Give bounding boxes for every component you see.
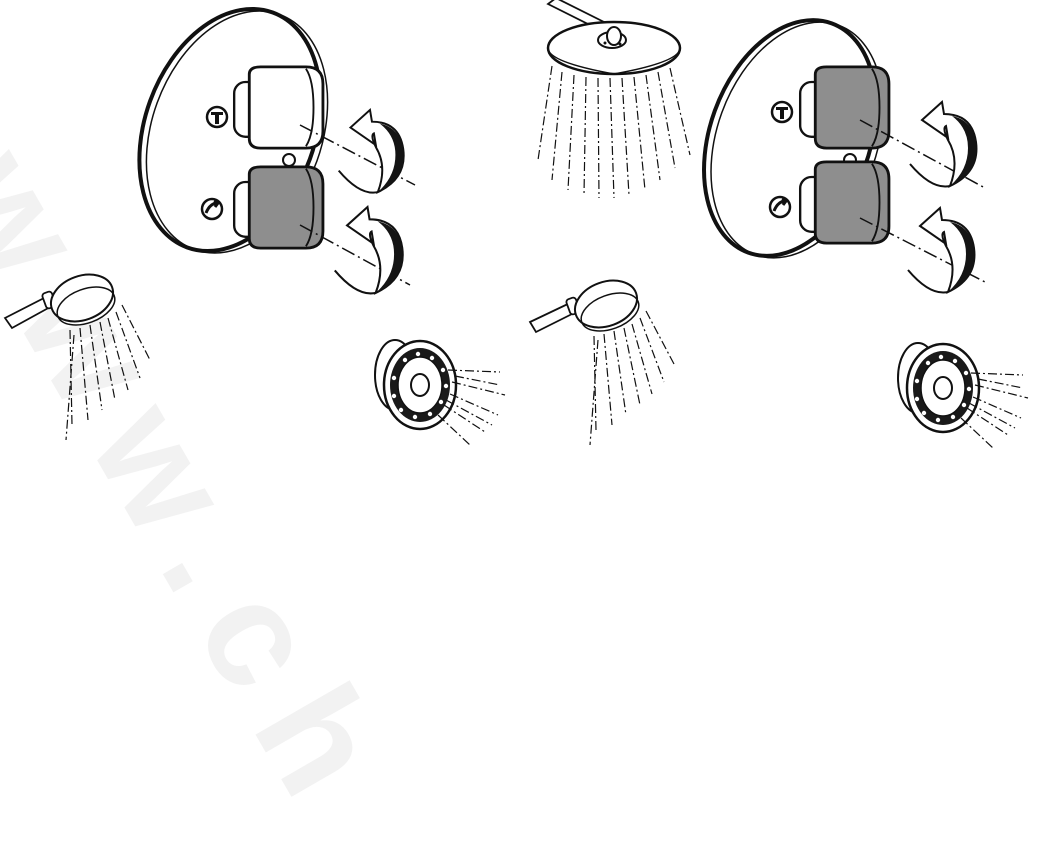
hand-shower-icon — [530, 272, 674, 445]
hand-shower-icon — [5, 266, 150, 440]
shower-operation-diagram — [0, 0, 1043, 466]
diverter-icon — [770, 197, 790, 217]
left-panel — [5, 0, 505, 445]
body-jet-icon — [375, 340, 505, 445]
rotation-arrow-icon — [910, 102, 976, 187]
rotation-arrow-icon — [339, 110, 404, 193]
body-jet-icon — [898, 343, 1028, 448]
right-panel — [530, 0, 1028, 448]
thermostat-icon — [207, 107, 227, 127]
thermostat-icon — [772, 102, 792, 122]
overhead-shower-icon — [538, 0, 690, 198]
plate-screw — [283, 154, 295, 166]
rotation-arrow-icon — [908, 208, 974, 293]
diverter-icon — [202, 199, 222, 219]
